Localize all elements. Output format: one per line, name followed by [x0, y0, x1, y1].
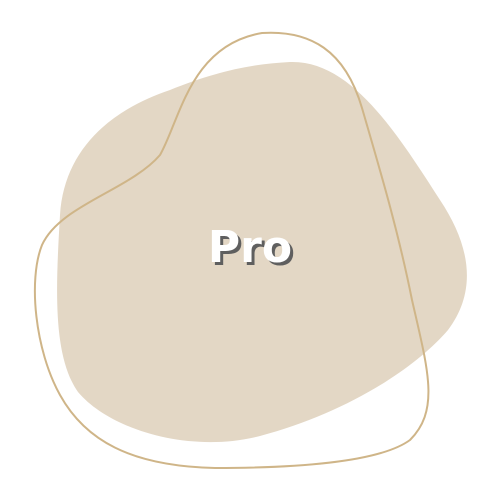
badge-label: Pro [207, 222, 293, 273]
outline-shape [33, 31, 430, 470]
